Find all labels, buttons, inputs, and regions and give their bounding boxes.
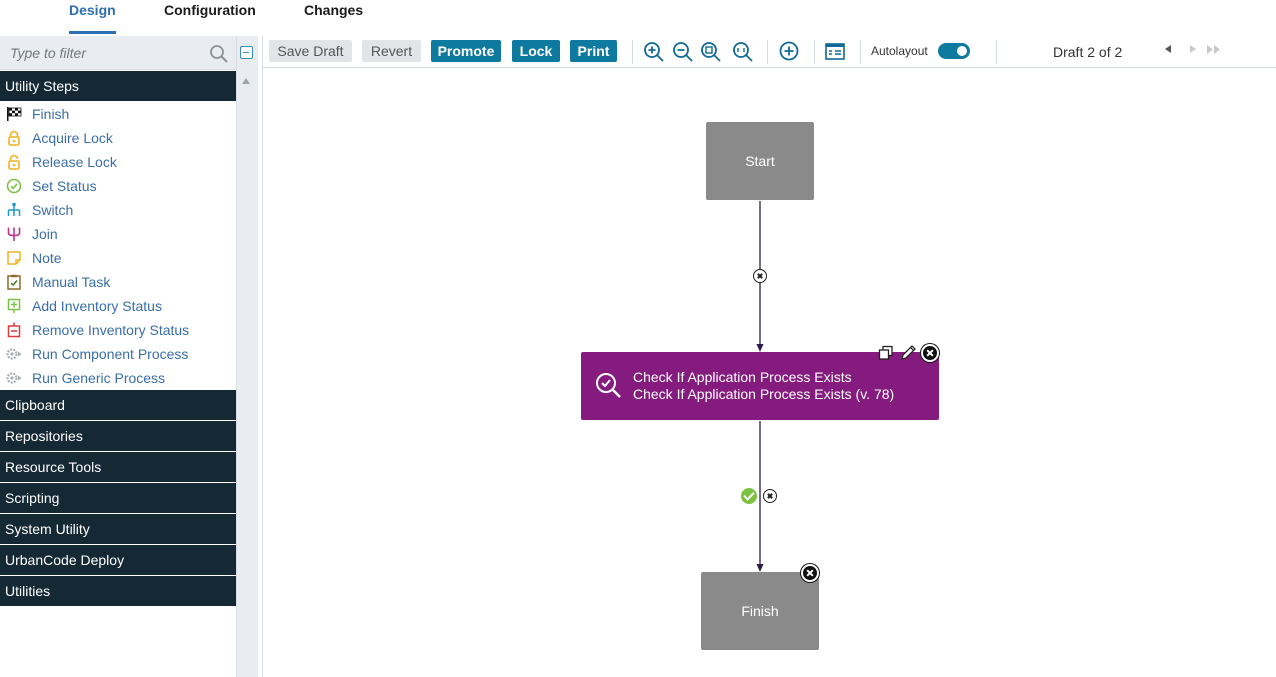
palette-item-label: Finish [32, 106, 70, 122]
gear-play-icon [6, 372, 22, 384]
step-palette: Utility Steps Finish Acquire Lock Releas… [0, 36, 236, 677]
group-scripting[interactable]: Scripting [0, 483, 236, 513]
gear-play-icon [6, 348, 22, 360]
group-repositories[interactable]: Repositories [0, 421, 236, 451]
prev-page-icon[interactable] [1165, 45, 1171, 53]
tab-design[interactable]: Design [69, 0, 116, 34]
palette-item-label: Release Lock [32, 154, 117, 170]
palette-item-label: Run Component Process [32, 346, 189, 362]
join-icon [7, 227, 21, 241]
filter-input[interactable] [0, 36, 236, 70]
toolbar-separator [814, 40, 815, 64]
layout-panel-icon[interactable] [824, 41, 846, 63]
lock-icon [8, 130, 20, 146]
save-draft-button[interactable]: Save Draft [269, 40, 352, 62]
delete-connector-icon[interactable] [753, 269, 767, 283]
toolbar-separator [767, 40, 768, 64]
palette-item-run-generic-process[interactable]: Run Generic Process [0, 366, 236, 390]
palette-item-label: Add Inventory Status [32, 298, 162, 314]
palette-item-join[interactable]: Join [0, 222, 236, 246]
edit-pencil-icon[interactable] [900, 344, 917, 361]
group-resource-tools[interactable]: Resource Tools [0, 452, 236, 482]
finish-node[interactable]: Finish [701, 572, 819, 650]
copy-icon[interactable] [878, 345, 894, 361]
pane-divider [262, 36, 263, 677]
add-inventory-icon [7, 298, 21, 313]
palette-item-remove-inventory-status[interactable]: Remove Inventory Status [0, 318, 236, 342]
zoom-out-icon[interactable] [672, 41, 694, 63]
palette-item-switch[interactable]: Switch [0, 198, 236, 222]
tab-changes[interactable]: Changes [304, 2, 364, 18]
process-canvas[interactable]: Start Check If Application Process Exist… [263, 68, 1276, 677]
promote-button[interactable]: Promote [431, 40, 501, 62]
top-tabs: Design Configuration Changes [0, 0, 1276, 36]
arrowhead-icon [756, 564, 764, 572]
last-page-icon[interactable] [1207, 45, 1221, 54]
toolbar-separator [996, 40, 997, 64]
unlock-icon [8, 154, 20, 170]
palette-item-run-component-process[interactable]: Run Component Process [0, 342, 236, 366]
scroll-up-arrow-icon[interactable] [242, 78, 250, 84]
group-clipboard[interactable]: Clipboard [0, 390, 236, 420]
step-title: Check If Application Process Exists [633, 369, 852, 385]
palette-item-add-inventory-status[interactable]: Add Inventory Status [0, 294, 236, 318]
arrowhead-icon [756, 344, 764, 352]
finish-node-label: Finish [741, 603, 779, 619]
note-icon [7, 251, 21, 265]
palette-item-label: Run Generic Process [32, 370, 166, 386]
delete-connector-icon[interactable] [763, 489, 777, 503]
palette-item-label: Remove Inventory Status [32, 322, 190, 338]
draft-status: Draft 2 of 2 [1053, 44, 1123, 60]
palette-scrollbar[interactable] [236, 36, 258, 677]
lock-button[interactable]: Lock [512, 40, 560, 62]
palette-item-acquire-lock[interactable]: Acquire Lock [0, 126, 236, 150]
check-circle-icon [6, 178, 22, 194]
editor-toolbar: Save Draft Revert Promote Lock Print Aut… [263, 36, 1276, 68]
success-condition-icon[interactable] [741, 488, 757, 504]
zoom-reset-icon[interactable] [732, 41, 754, 63]
next-page-icon[interactable] [1190, 45, 1196, 53]
search-icon[interactable] [209, 44, 229, 64]
switch-icon [7, 202, 21, 216]
group-utility-steps[interactable]: Utility Steps [0, 71, 236, 101]
print-button[interactable]: Print [570, 40, 617, 62]
step-subtitle: Check If Application Process Exists (v. … [633, 386, 895, 402]
delete-finish-icon[interactable] [801, 564, 819, 582]
add-circle-icon[interactable] [778, 41, 800, 63]
filter-bar [0, 36, 236, 70]
group-urbancode-deploy[interactable]: UrbanCode Deploy [0, 545, 236, 575]
palette-item-finish[interactable]: Finish [0, 102, 236, 126]
flag-icon [7, 107, 22, 121]
magnifier-check-icon [596, 373, 621, 398]
zoom-in-icon[interactable] [643, 41, 665, 63]
palette-item-label: Set Status [32, 178, 97, 194]
zoom-fit-icon[interactable] [700, 41, 722, 63]
revert-button[interactable]: Revert [362, 40, 421, 62]
toolbar-separator [860, 40, 861, 64]
collapse-palette-button[interactable] [240, 46, 253, 59]
manual-task-icon [7, 274, 21, 290]
palette-item-release-lock[interactable]: Release Lock [0, 150, 236, 174]
autolayout-label: Autolayout [871, 44, 928, 58]
remove-inventory-icon [7, 322, 21, 338]
palette-item-label: Note [32, 250, 62, 266]
palette-item-label: Manual Task [32, 274, 111, 290]
start-node-label: Start [745, 153, 775, 169]
palette-item-label: Acquire Lock [32, 130, 113, 146]
palette-item-label: Switch [32, 202, 74, 218]
group-system-utility[interactable]: System Utility [0, 514, 236, 544]
palette-item-note[interactable]: Note [0, 246, 236, 270]
palette-item-set-status[interactable]: Set Status [0, 174, 236, 198]
delete-step-icon[interactable] [921, 344, 939, 362]
step-node-check-application-process[interactable]: Check If Application Process Exists Chec… [581, 352, 939, 420]
palette-item-manual-task[interactable]: Manual Task [0, 270, 236, 294]
palette-item-label: Join [32, 226, 58, 242]
autolayout-toggle[interactable] [938, 43, 970, 59]
group-utilities[interactable]: Utilities [0, 576, 236, 606]
start-node[interactable]: Start [706, 122, 814, 200]
toolbar-separator [632, 40, 633, 64]
tab-configuration[interactable]: Configuration [164, 2, 256, 18]
